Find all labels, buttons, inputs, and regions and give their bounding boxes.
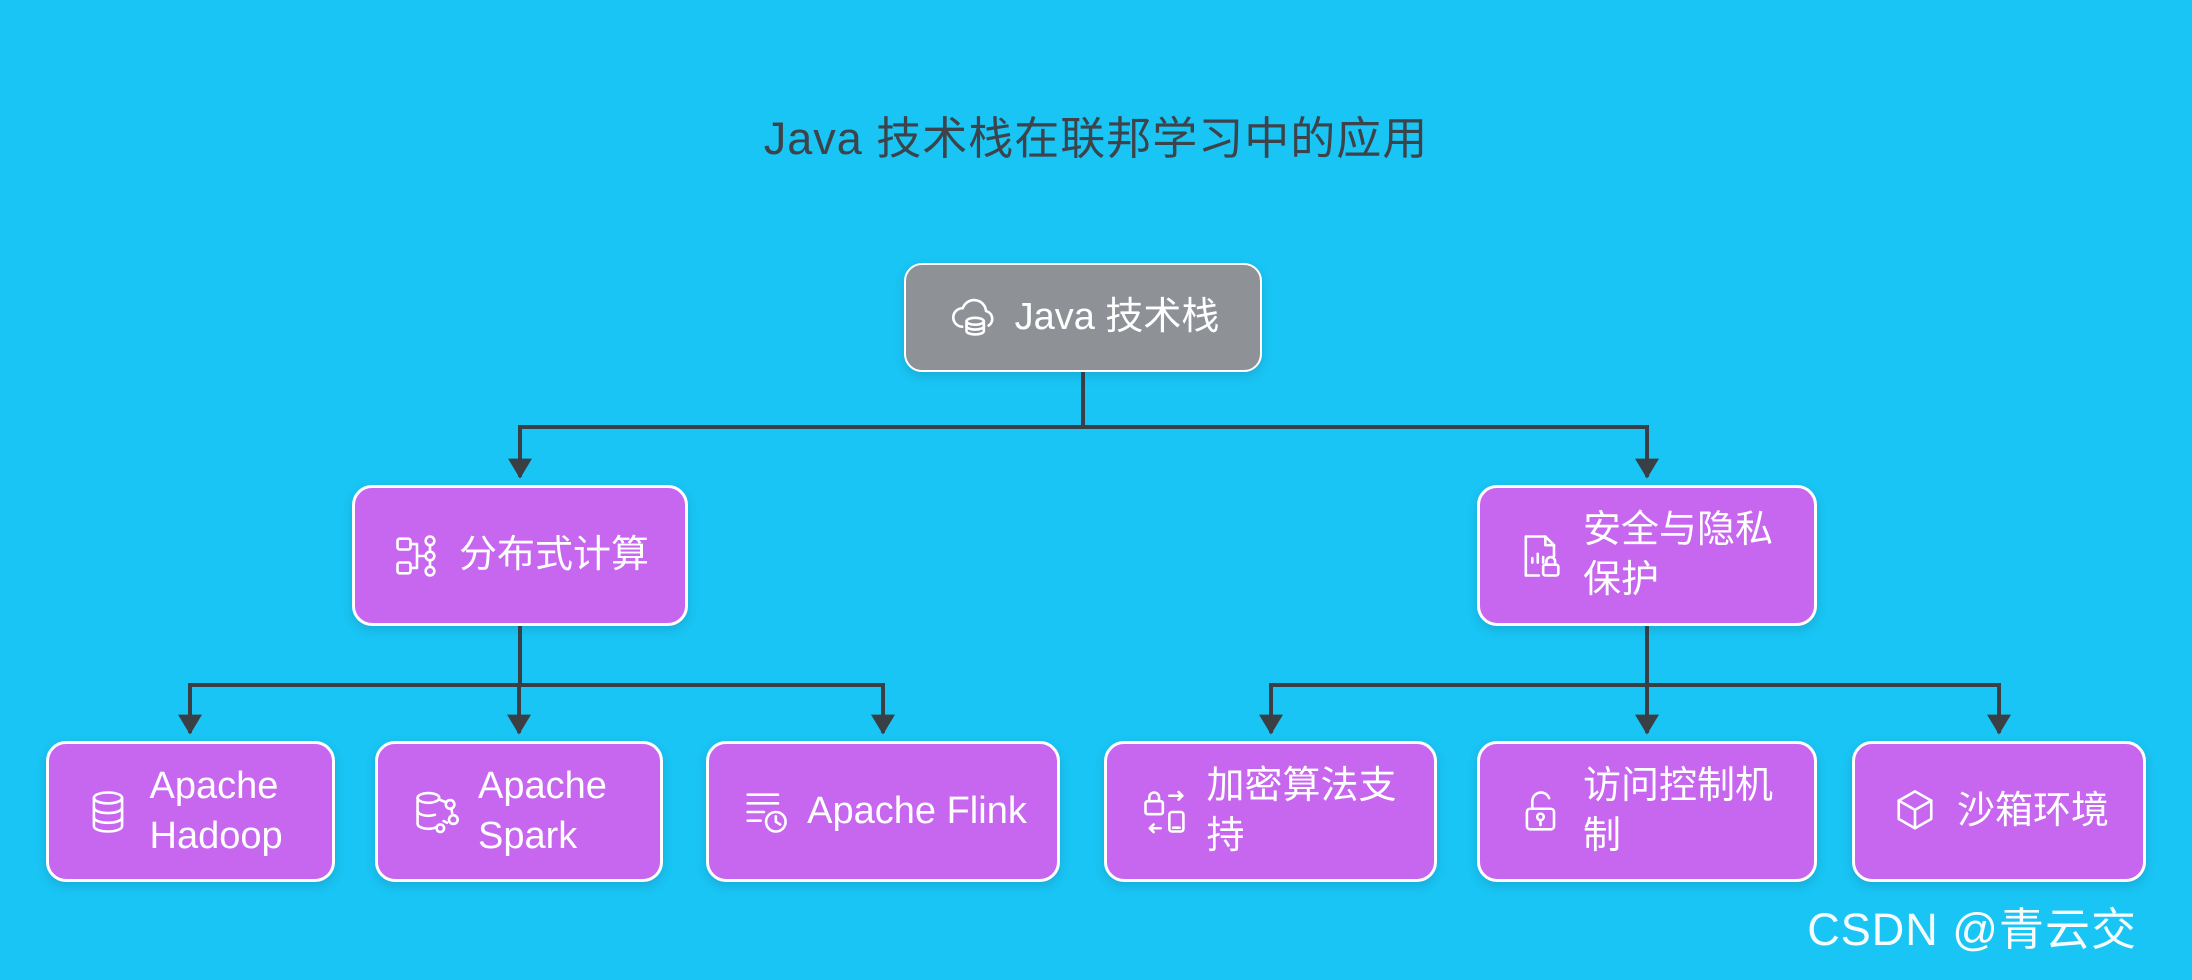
node-distributed-computing: 分布式计算 <box>352 485 688 626</box>
node-label: Apache Hadoop <box>149 765 283 857</box>
node-label: Apache Spark <box>478 765 607 857</box>
node-label: Apache Flink <box>807 789 1027 832</box>
cloud-database-icon <box>947 292 999 344</box>
database-icon <box>82 786 134 838</box>
node-label: 分布式计算 <box>458 533 649 576</box>
node-label: 沙箱环境 <box>1956 789 2109 832</box>
distributed-data-icon <box>391 530 443 582</box>
page-title: Java 技术栈在联邦学习中的应用 <box>763 113 1429 164</box>
node-java-tech-stack: Java 技术栈 <box>904 263 1262 372</box>
node-label: 访问控制机制 <box>1583 765 1774 857</box>
document-lock-icon <box>1515 530 1567 582</box>
node-label: 安全与隐私保护 <box>1583 509 1774 601</box>
lock-sync-icon <box>1139 786 1191 838</box>
node-apache-spark: Apache Spark <box>375 741 663 882</box>
node-apache-hadoop: Apache Hadoop <box>46 741 335 882</box>
node-label: Java 技术栈 <box>1014 295 1220 338</box>
node-apache-flink: Apache Flink <box>706 741 1060 882</box>
database-network-icon <box>410 786 462 838</box>
unlock-icon <box>1515 786 1567 838</box>
watermark: CSDN @青云交 <box>1807 904 2137 955</box>
node-label: 加密算法支持 <box>1206 765 1397 857</box>
node-encryption-support: 加密算法支持 <box>1104 741 1437 882</box>
node-security-privacy: 安全与隐私保护 <box>1477 485 1817 626</box>
node-access-control: 访问控制机制 <box>1477 741 1817 882</box>
node-sandbox-environment: 沙箱环境 <box>1852 741 2146 882</box>
server-clock-icon <box>739 786 791 838</box>
cube-icon <box>1889 786 1941 838</box>
